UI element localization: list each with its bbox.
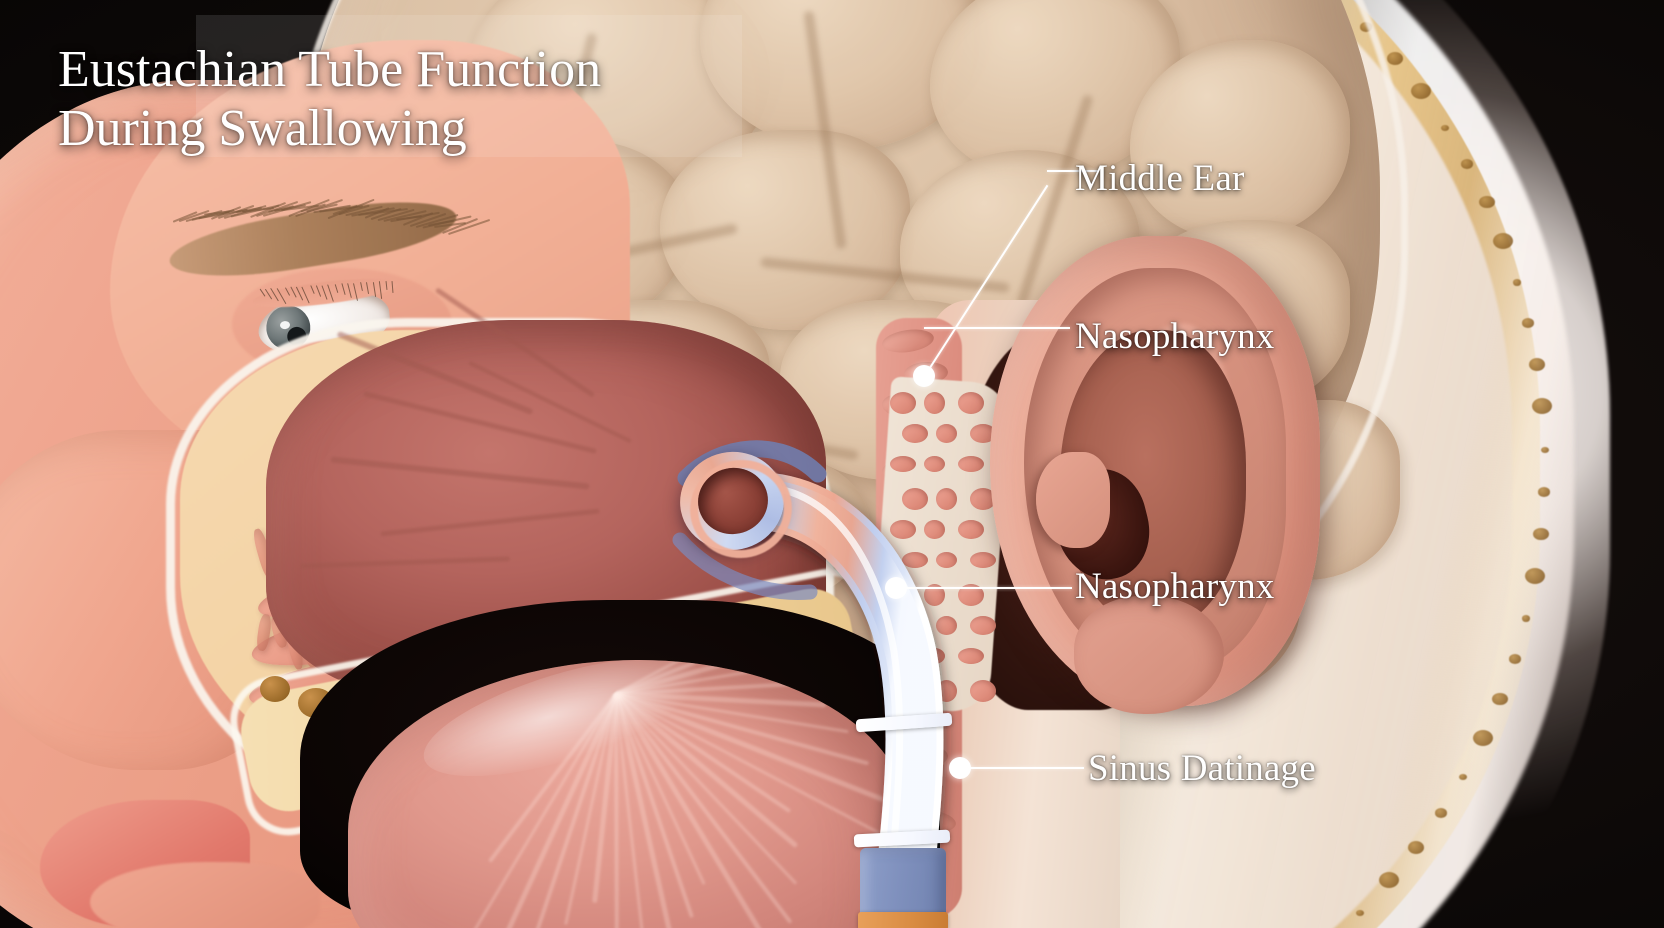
bone-pore: [1386, 51, 1403, 65]
mastoid-air-cell: [890, 520, 916, 539]
bone-pore: [1522, 318, 1535, 328]
bone-pore: [1473, 729, 1494, 746]
leader-line-nasopharynx-upper: [924, 327, 1070, 329]
ear-tragus: [1036, 452, 1110, 548]
bone-pore: [1461, 159, 1474, 170]
bone-pore: [1513, 279, 1522, 286]
bone-pore: [1408, 840, 1425, 854]
bone-pore: [1538, 487, 1551, 497]
bone-pore: [1508, 654, 1521, 665]
mastoid-air-cell: [936, 424, 957, 443]
bone-pore: [1411, 83, 1432, 100]
leader-line-middle-ear-horizontal: [1047, 170, 1099, 172]
bone-pore: [1493, 232, 1514, 249]
title-overlay-panel: [196, 15, 742, 157]
mastoid-air-cell: [936, 552, 957, 568]
mastoid-air-cell: [936, 616, 957, 635]
mastoid-air-cell: [958, 648, 984, 664]
mastoid-air-cell: [936, 488, 957, 510]
bone-pore: [1492, 692, 1509, 706]
eye-glint: [279, 320, 291, 330]
leader-line-sinus-drainage: [960, 767, 1084, 769]
tube-accent-ring: [858, 912, 948, 928]
mastoid-air-cell: [902, 552, 928, 568]
bone-pore: [1435, 808, 1448, 818]
page-title: Eustachian Tube Function During Swallowi…: [58, 41, 602, 158]
mastoid-air-cell: [924, 392, 945, 414]
bone-pore: [1532, 398, 1553, 415]
palate-pore: [260, 676, 290, 702]
bone-pore: [1525, 567, 1546, 584]
mastoid-air-cell: [970, 552, 996, 568]
mastoid-air-cell: [924, 456, 945, 472]
bone-pore: [1478, 195, 1495, 209]
mastoid-air-cell: [890, 392, 916, 414]
mastoid-air-cell: [958, 392, 984, 414]
eustachian-tube-body: [672, 440, 944, 919]
mastoid-air-cell: [902, 488, 928, 510]
chin: [90, 862, 320, 928]
mastoid-air-cell: [890, 456, 916, 472]
mastoid-air-cell: [970, 680, 996, 702]
tongue: [348, 660, 908, 928]
label-sinus-drainage: Sinus Datinage: [1088, 748, 1316, 789]
mastoid-air-cell: [958, 584, 984, 606]
bone-pore: [1522, 615, 1531, 622]
bone-pore: [1441, 124, 1450, 132]
mastoid-air-cell: [958, 520, 984, 539]
ear-lobe: [1074, 596, 1224, 714]
bone-pore: [1528, 357, 1545, 371]
bone-pore: [1379, 872, 1400, 889]
bone-pore: [1533, 527, 1550, 541]
mastoid-air-cell: [970, 616, 996, 635]
label-middle-ear: Middle Ear: [1075, 158, 1245, 199]
bone-pore: [1356, 909, 1365, 917]
mastoid-air-cell: [924, 584, 945, 606]
leader-line-nasopharynx-lower: [896, 587, 1072, 589]
bone-pore: [1459, 773, 1468, 780]
mastoid-air-cell: [924, 520, 945, 539]
bone-pore: [1540, 446, 1549, 454]
label-nasopharynx-lower: Nasopharynx: [1075, 566, 1275, 607]
eustachian-tube: [660, 420, 1040, 928]
mastoid-air-cell: [902, 424, 928, 443]
mastoid-air-cell: [970, 424, 996, 443]
mastoid-air-cell: [970, 488, 996, 510]
label-nasopharynx-upper: Nasopharynx: [1075, 316, 1275, 357]
mastoid-air-cell: [958, 456, 984, 472]
